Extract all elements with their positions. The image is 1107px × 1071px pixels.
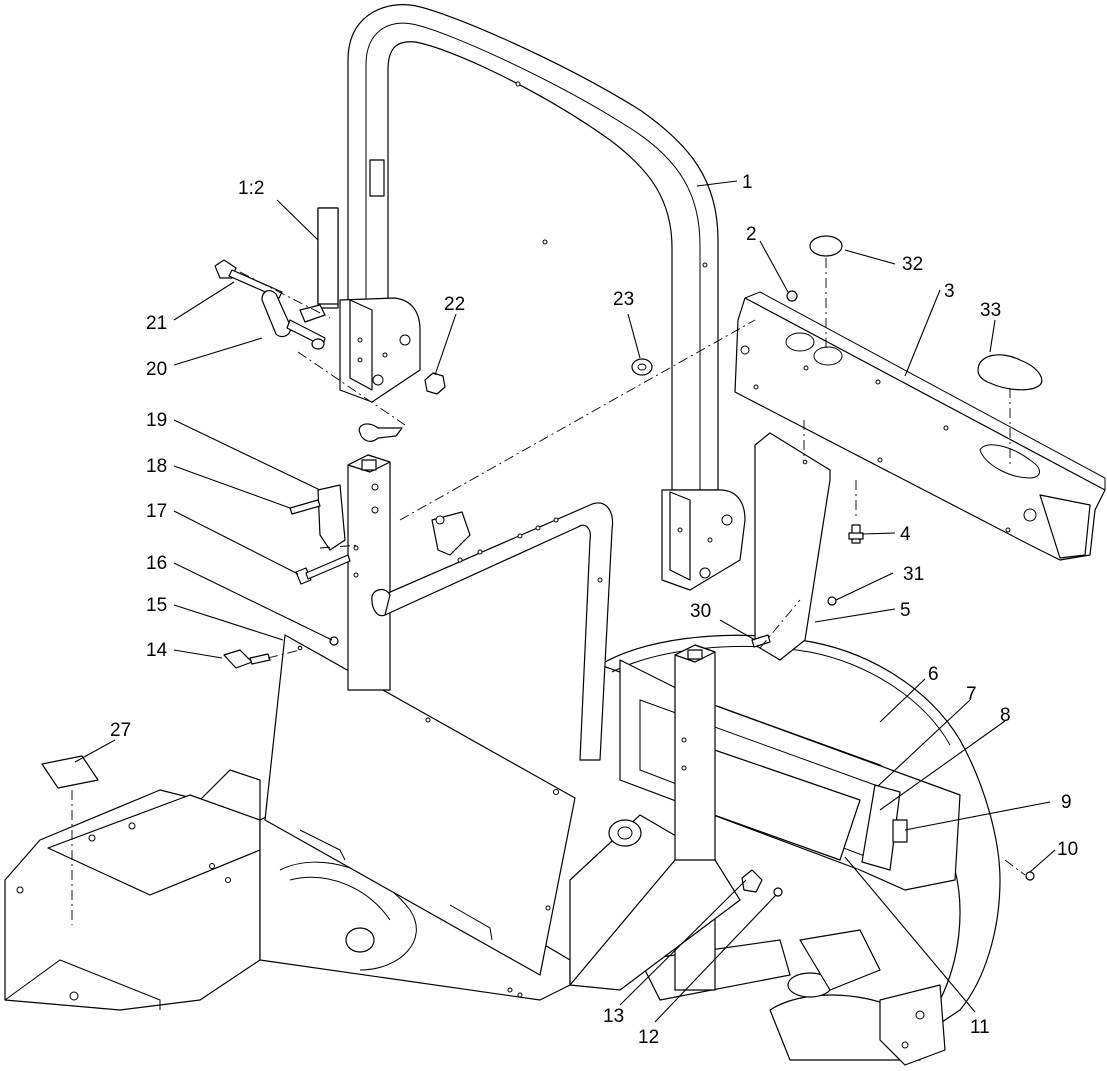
nut-part-10 <box>1025 871 1035 881</box>
callout-27: 27 <box>110 720 131 741</box>
hardware-parts <box>41 207 1043 897</box>
pin-part-18 <box>289 499 321 515</box>
bolt-part-4 <box>848 524 864 544</box>
nut-part-31 <box>827 596 837 606</box>
callout-1: 1 <box>742 172 753 193</box>
bolt-part-17 <box>295 554 351 585</box>
callout-20: 20 <box>146 359 167 380</box>
seat-plate-part-15 <box>264 634 576 976</box>
callout-5: 5 <box>900 600 911 621</box>
callout-labels: 1 1:2 2 3 4 5 6 7 8 9 10 11 12 13 14 15 … <box>110 172 1078 1048</box>
label-part-1-2 <box>317 207 339 305</box>
callout-7: 7 <box>966 684 977 705</box>
callout-2: 2 <box>746 224 757 245</box>
callout-8: 8 <box>1000 705 1011 726</box>
callout-23: 23 <box>613 289 634 310</box>
cross-bracket-part-3 <box>734 291 1106 561</box>
oval-cap-part-33 <box>977 354 1043 391</box>
nut-part-16 <box>329 636 339 646</box>
callout-17: 17 <box>146 501 167 522</box>
callout-12: 12 <box>638 1027 659 1048</box>
callout-32: 32 <box>902 254 923 275</box>
right-upright-post <box>569 644 741 991</box>
callout-33: 33 <box>980 300 1001 321</box>
callout-19: 19 <box>146 410 167 431</box>
callout-1-2: 1:2 <box>238 178 264 199</box>
callout-6: 6 <box>928 664 939 685</box>
callout-15: 15 <box>146 595 167 616</box>
plug-part-32 <box>809 235 843 257</box>
callout-11: 11 <box>970 1017 990 1038</box>
callout-21: 21 <box>146 313 167 334</box>
label-part-27 <box>41 755 99 789</box>
latch-part-9 <box>892 819 908 843</box>
callout-18: 18 <box>146 456 167 477</box>
middle-u-frame <box>371 502 614 761</box>
knob-part-13 <box>741 869 763 893</box>
bracket-part-19 <box>317 484 346 551</box>
retaining-clip <box>358 423 403 442</box>
callout-10: 10 <box>1057 839 1078 860</box>
washer-part-12 <box>773 887 783 897</box>
leader-lines <box>74 180 1056 1023</box>
key-part-14 <box>223 649 271 669</box>
nut-part-22 <box>424 372 446 395</box>
screw-part-30 <box>751 634 771 648</box>
callout-30: 30 <box>690 601 711 622</box>
callout-3: 3 <box>944 281 955 302</box>
left-upright-post <box>347 454 391 691</box>
callout-9: 9 <box>1061 792 1072 813</box>
callout-14: 14 <box>146 640 168 661</box>
panel-part-5 <box>754 432 831 661</box>
assembly-lines <box>71 258 1026 925</box>
nut-part-2 <box>786 290 798 302</box>
callout-31: 31 <box>903 564 924 585</box>
callout-13: 13 <box>603 1006 624 1027</box>
callout-4: 4 <box>900 524 911 545</box>
callout-16: 16 <box>146 553 167 574</box>
callout-22: 22 <box>444 294 465 315</box>
